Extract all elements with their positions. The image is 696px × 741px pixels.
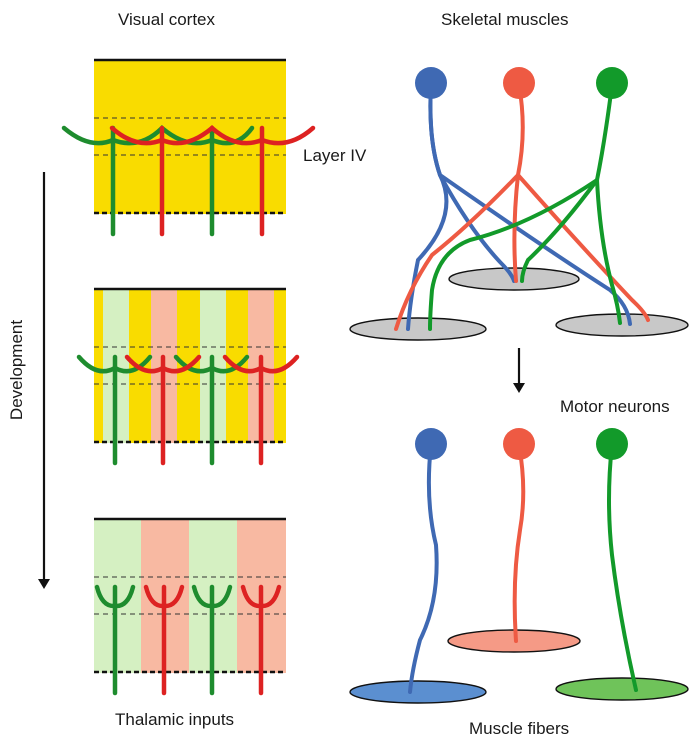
motor-neuron-red [503,428,535,460]
motor-neuron-blue [415,428,447,460]
motor-neuron-red [503,67,535,99]
muscle-fibers-label: Muscle fibers [469,719,570,738]
green-neuron-axons [428,83,622,331]
layer-iv-label: Layer IV [303,146,367,165]
red-thalamic-axons [109,125,316,237]
cortex-panel-mature [94,517,286,696]
red-neuron-axon [512,443,526,643]
motor-neuron-green [596,67,628,99]
motor-neuron-green [596,428,628,460]
blue-neuron-axons [406,83,632,331]
visual-cortex-title: Visual cortex [118,10,216,29]
blue-neuron-axon [408,443,439,694]
motor-neurons-label: Motor neurons [560,397,670,416]
red-thalamic-axons [143,584,282,696]
development-label: Development [7,319,26,421]
red-thalamic-axons [124,354,300,466]
green-thalamic-axons [94,584,233,696]
muscle-fiber-right [555,313,689,337]
cortex-panel-early [61,58,316,237]
muscle-fiber-green [555,677,689,701]
red-neuron-axons [394,83,650,331]
thalamic-inputs-label: Thalamic inputs [115,710,235,729]
green-neuron-axon [607,443,638,692]
cortex-panel-intermediate [76,287,300,466]
skeletal-muscles-title: Skeletal muscles [441,10,569,29]
muscle-fiber-left [349,317,487,341]
muscle-panel-mature [349,428,689,704]
muscle-panel-early [349,67,689,341]
motor-neuron-blue [415,67,447,99]
muscle-fiber-blue [349,680,487,704]
